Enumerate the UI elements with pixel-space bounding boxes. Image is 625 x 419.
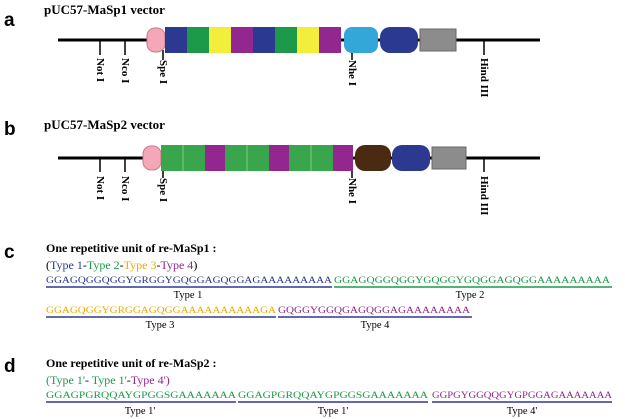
panel-a-block-navy-cap xyxy=(380,27,418,53)
panel-d-seq-3: GGPGYGGQQGYGPGGAGAAAAAAA xyxy=(432,390,612,401)
panel-a-block-yellow-1 xyxy=(209,27,231,53)
panel-d-label-2: Type 1' xyxy=(318,406,349,417)
panel-a-block-green-1 xyxy=(187,27,209,53)
panel-b-site-nhe1: Nhe I xyxy=(346,178,358,204)
panel-c-seq-type2: GGAGQGGQGGYGQGGYGQGGAGQGGAAAAAAAAA xyxy=(334,275,610,286)
panel-b-purple-1 xyxy=(205,145,225,171)
panel-b-purple-2 xyxy=(269,145,289,171)
panel-a-site-nco1: Nco I xyxy=(119,58,131,83)
panel-a-letter: a xyxy=(4,10,15,31)
panel-c-seq-type1: GGAGQGGQGGYGRGGYGQGGAGQGGAGAAAAAAAAA xyxy=(46,275,332,286)
panel-c-label-type2: Type 2 xyxy=(456,290,485,301)
panel-a-site-hind3: Hind III xyxy=(478,58,490,97)
panel-a-block-cyan xyxy=(344,27,378,53)
panel-a-block-purple-1 xyxy=(231,27,253,53)
panel-b-green-block-2 xyxy=(225,145,269,171)
panel-a-block-navy-1 xyxy=(165,27,187,53)
panel-d-label-3: Type 4' xyxy=(507,406,538,417)
panel-d-seq-2: GGAGPGRQQAYGPGGSGAAAAAAA xyxy=(238,390,428,401)
panel-a-block-gray xyxy=(419,28,457,52)
panel-b-site-spe1: Spe I xyxy=(157,178,169,202)
panel-a-site-spe1: Spe I xyxy=(157,60,169,84)
panel-d-letter: d xyxy=(4,356,16,377)
panel-c-label-type4: Type 4 xyxy=(361,320,390,331)
panel-b-letter: b xyxy=(4,119,16,140)
panel-c-seq-type4: GQGGYGGQGAGQGGAGAAAAAAAA xyxy=(278,305,470,316)
panel-c-seq-type3: GGAGQGGYGRGGAGQGGAAAAAAAAAAGA xyxy=(46,305,276,316)
panel-a-block-purple-2 xyxy=(319,27,341,53)
panel-b-site-not1: Not I xyxy=(94,176,106,200)
panel-d-heading: One repetitive unit of re-MaSp2 : xyxy=(46,356,217,370)
panel-a-block-navy-2 xyxy=(253,27,275,53)
panel-b-block-brown xyxy=(355,145,391,171)
panel-d-seq-1: GGAGPGRQQAYGPGGSGAAAAAAA xyxy=(46,390,236,401)
panel-b-title: pUC57-MaSp2 vector xyxy=(44,117,165,132)
panel-c-heading: One repetitive unit of re-MaSp1 : xyxy=(46,241,217,255)
panel-a-pink-cap xyxy=(146,27,166,53)
panel-b-site-nco1: Nco I xyxy=(119,176,131,201)
panel-a-site-nhe1: Nhe I xyxy=(346,60,358,86)
panel-b-site-hind3: Hind III xyxy=(478,176,490,215)
panel-c-letter: c xyxy=(4,242,15,263)
panel-a-site-not1: Not I xyxy=(94,58,106,82)
panel-d-order: (Type 1'- Type 1'-Type 4') xyxy=(46,373,170,387)
panel-b-pink-cap xyxy=(142,145,162,171)
panel-c-label-type3: Type 3 xyxy=(146,320,175,331)
panel-b-block-gray xyxy=(431,146,467,170)
panel-b-green-block-1 xyxy=(161,145,205,171)
panel-b-green-block-3 xyxy=(289,145,333,171)
panel-c-label-type1: Type 1 xyxy=(174,290,203,301)
panel-a-block-yellow-2 xyxy=(297,27,319,53)
panel-c-order: (Type 1-Type 2-Type 3-Type 4) xyxy=(46,258,197,272)
panel-b-block-navy-cap xyxy=(392,145,430,171)
panel-a-title: pUC57-MaSp1 vector xyxy=(44,2,165,17)
panel-b-purple-3 xyxy=(333,145,353,171)
panel-a-block-green-2 xyxy=(275,27,297,53)
panel-d-label-1: Type 1' xyxy=(125,406,156,417)
